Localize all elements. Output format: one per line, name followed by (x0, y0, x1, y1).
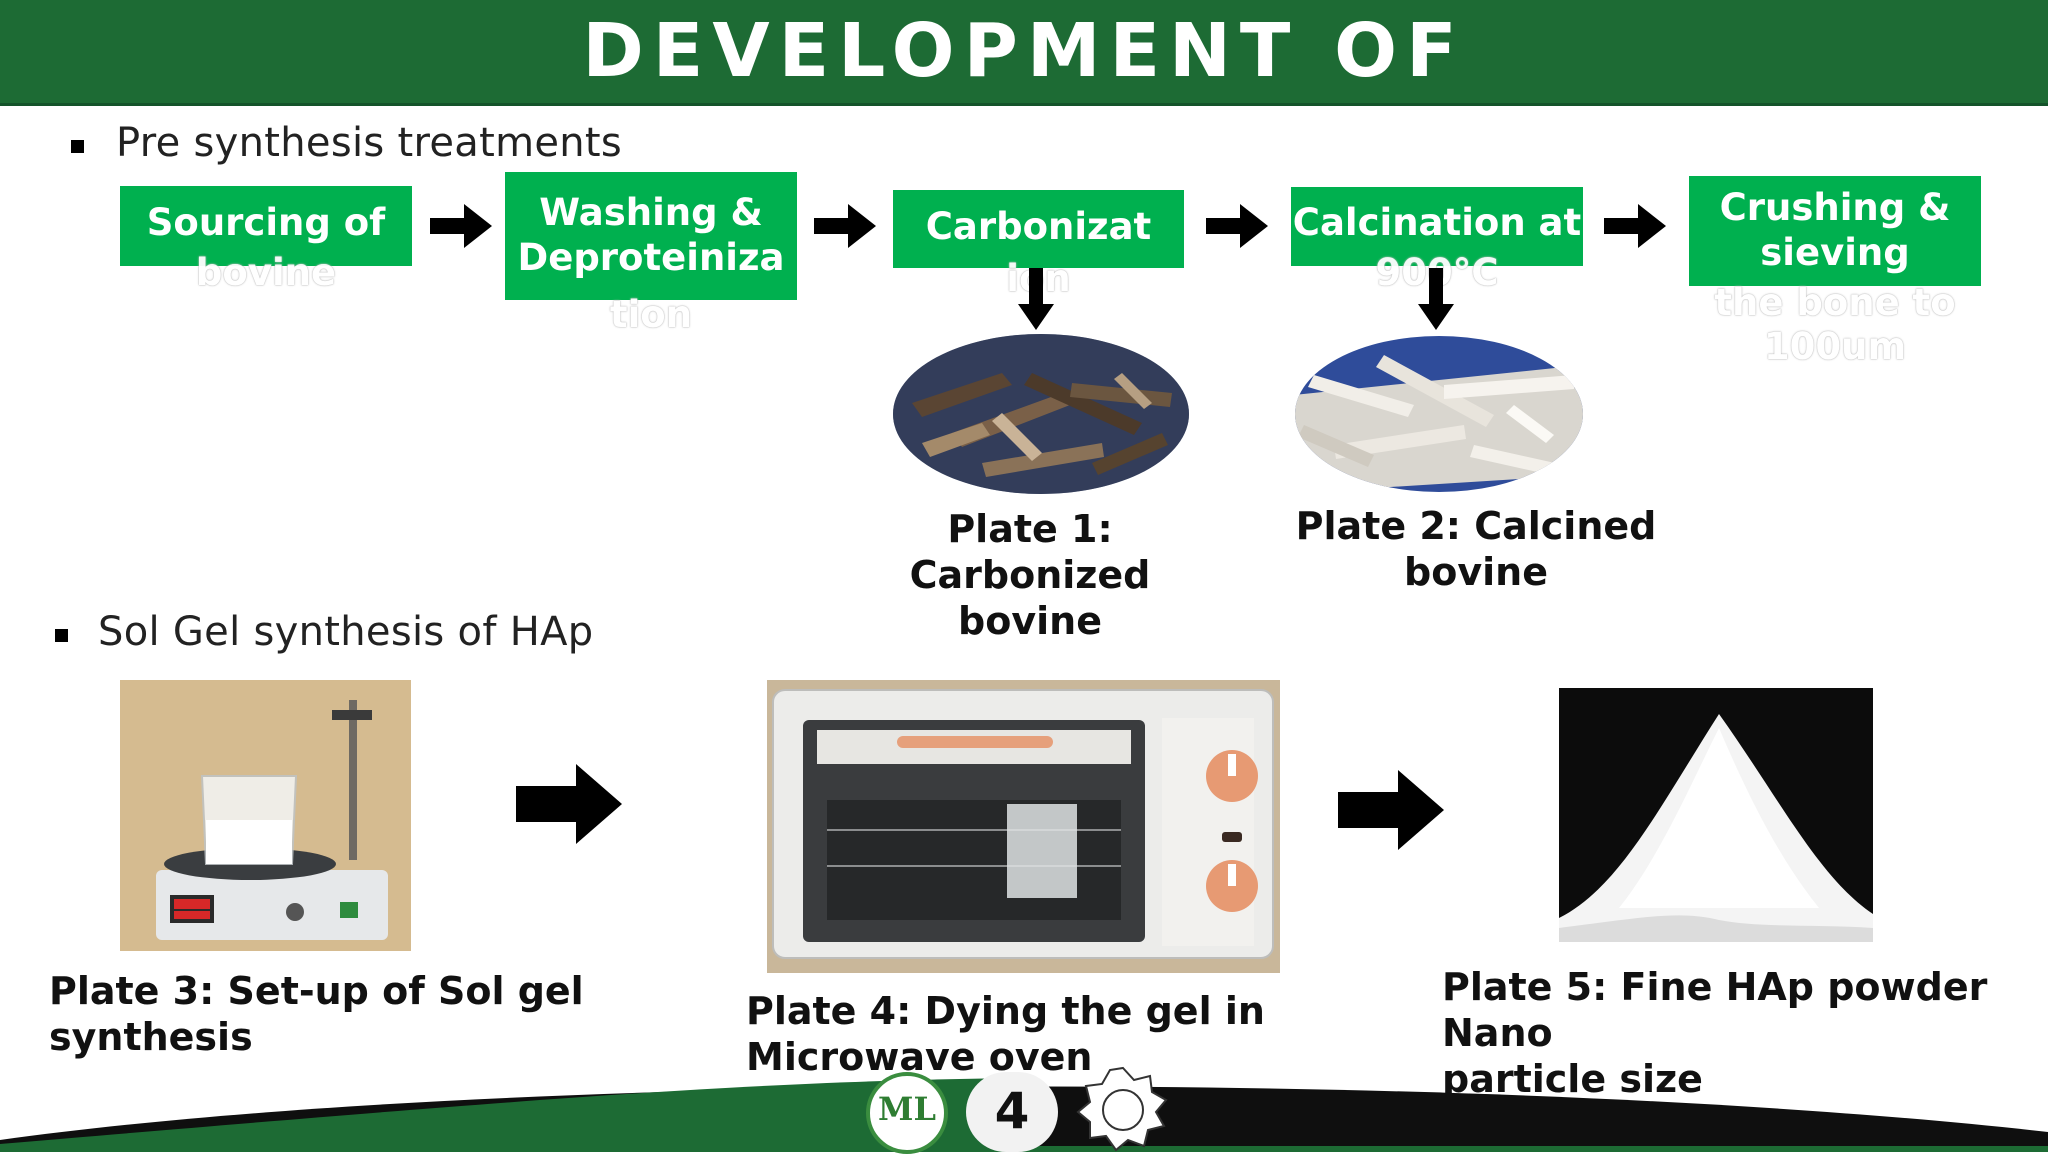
step-overflow-text: the bone to (1714, 281, 1956, 324)
right-arrow-icon (1338, 770, 1444, 850)
step-box-carbonization: Carbonizat (893, 190, 1184, 268)
caption-line: Plate 2: Calcined (1295, 504, 1657, 548)
bullet-marker (71, 140, 84, 153)
caption-line: bovine (1404, 550, 1548, 594)
step-box-calcination: Calcination at (1291, 187, 1583, 266)
step-box-sourcing: Sourcing of (120, 186, 412, 266)
step-box-crushing: Crushing & sieving (1689, 176, 1981, 286)
step-text: Sourcing of (146, 201, 386, 244)
page-number-badge: 4 (966, 1072, 1058, 1152)
slide-title: DEVELOPMENT OF (582, 8, 1466, 94)
university-logo-left: ML (866, 1072, 948, 1154)
step-text: Carbonizat (925, 205, 1152, 248)
plate-4-caption: Plate 4: Dying the gel in Microwave oven (746, 988, 1306, 1080)
step-overflow-text: 100um (1763, 325, 1907, 368)
right-arrow-icon (430, 204, 492, 248)
plate-3-caption: Plate 3: Set-up of Sol gel synthesis (49, 968, 609, 1060)
right-arrow-icon (1206, 204, 1268, 248)
plate-5-caption: Plate 5: Fine HAp powder Nano particle s… (1442, 964, 2042, 1102)
step-text: sieving (1760, 231, 1910, 274)
step-text: Washing & (539, 191, 763, 234)
page-number: 4 (994, 1082, 1030, 1140)
plate-1-caption: Plate 1: Carbonized bovine (830, 506, 1230, 644)
down-arrow-icon (1418, 268, 1454, 330)
down-arrow-icon (1018, 268, 1054, 330)
caption-line: particle size (1442, 1057, 1703, 1101)
step-text: Crushing & (1719, 186, 1951, 229)
caption-line: Plate 3: Set-up of Sol gel (49, 969, 584, 1013)
institution-emblem-icon (1076, 1066, 1168, 1152)
section-label-sol-gel: Sol Gel synthesis of HAp (98, 609, 594, 655)
right-arrow-icon (1604, 204, 1666, 248)
bullet-marker (55, 629, 68, 642)
caption-line: Microwave oven (746, 1035, 1093, 1079)
hap-powder-image (1559, 688, 1873, 942)
microwave-oven-image (767, 680, 1280, 973)
right-arrow-icon (814, 204, 876, 248)
carbonized-bovine-image (893, 334, 1189, 494)
step-text: Deproteiniza (517, 236, 785, 279)
step-text: Calcination at (1292, 201, 1582, 244)
calcined-bovine-image (1295, 336, 1583, 492)
plate-2-caption: Plate 2: Calcined bovine (1276, 503, 1676, 595)
right-arrow-icon (516, 764, 622, 844)
caption-line: synthesis (49, 1015, 253, 1059)
section-label-pre-synthesis: Pre synthesis treatments (116, 120, 623, 166)
logo-text: ML (878, 1090, 936, 1128)
step-overflow-text: tion (609, 293, 693, 336)
title-bar (0, 0, 2048, 106)
step-box-washing: Washing & Deproteiniza (505, 172, 797, 300)
caption-line: bovine (958, 599, 1102, 643)
caption-line: Plate 1: Carbonized (909, 507, 1151, 597)
caption-line: Plate 5: Fine HAp powder Nano (1442, 965, 1988, 1055)
step-overflow-text: bovine (195, 251, 337, 294)
caption-line: Plate 4: Dying the gel in (746, 989, 1265, 1033)
sol-gel-setup-image (120, 680, 411, 951)
